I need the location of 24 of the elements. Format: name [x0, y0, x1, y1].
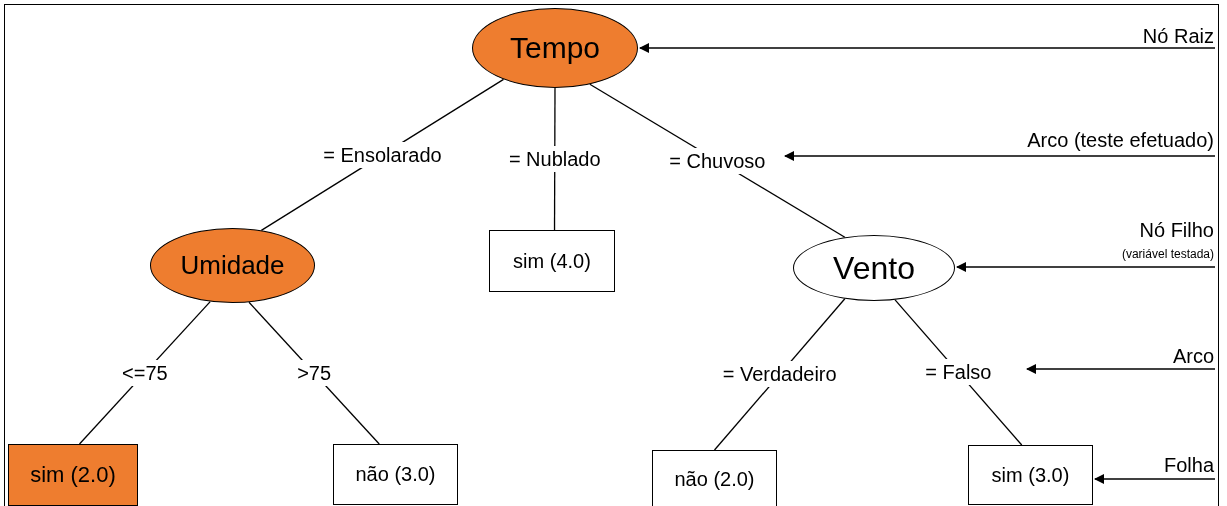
- arrow: [784, 151, 1216, 161]
- node-label: Umidade: [180, 249, 285, 282]
- arrow: [956, 262, 1216, 272]
- node-label: não (3.0): [355, 462, 436, 487]
- annotation-text: Nó Raiz: [1142, 24, 1214, 49]
- annotation-text: Arco (teste efetuado): [1027, 128, 1214, 153]
- node-label: não (2.0): [674, 466, 755, 492]
- node-label: sim (2.0): [30, 461, 116, 489]
- node-label: sim (3.0): [991, 462, 1070, 488]
- leaf-box: [8, 444, 138, 506]
- annotation-text: Arco: [1172, 344, 1214, 369]
- annotation-text: Folha: [1163, 453, 1214, 478]
- leaf-box: [333, 444, 458, 505]
- node-label: Vento: [833, 249, 915, 288]
- leaf-box: [652, 450, 777, 506]
- annotation-note: (variável testada): [1121, 247, 1214, 262]
- arrow: [1026, 364, 1216, 374]
- arrow: [1094, 474, 1216, 484]
- node-label: sim (4.0): [513, 248, 591, 274]
- arrow: [639, 43, 1216, 53]
- node-label: Tempo: [509, 30, 600, 67]
- leaf-box: [968, 445, 1093, 505]
- leaf-box: [489, 230, 615, 292]
- annotation-text: Nó Filho: [1139, 218, 1214, 243]
